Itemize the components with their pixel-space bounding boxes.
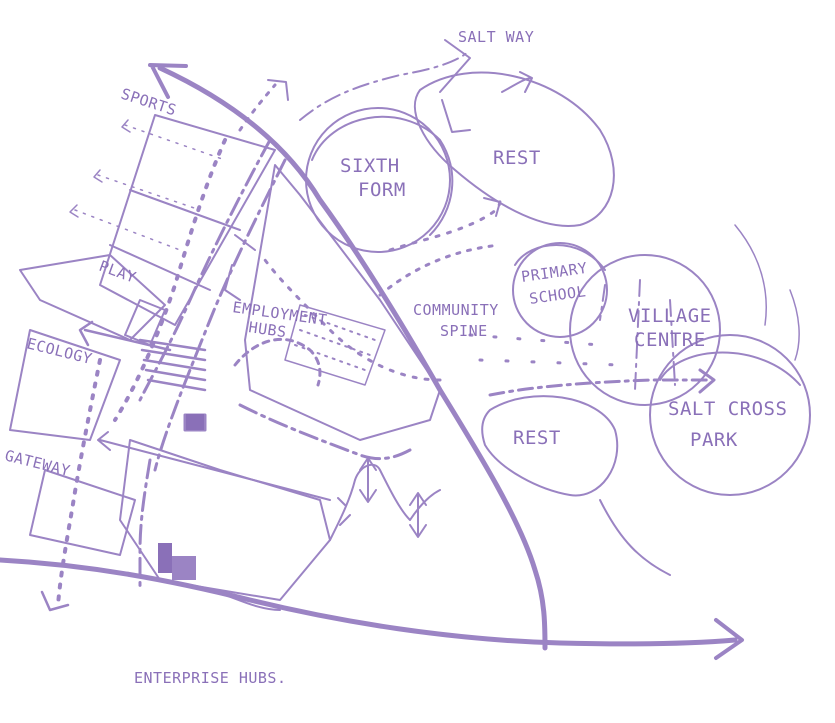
village-centre-inner	[599, 279, 676, 391]
play-block	[19, 254, 166, 341]
sports-arrow-tick-2	[93, 169, 103, 183]
label-sixth-form-2: FORM	[358, 179, 406, 201]
arrowhead-east	[714, 618, 744, 660]
gateway-block	[29, 469, 136, 556]
park-arc-south	[599, 499, 671, 576]
label-community-spine-2: SPINE	[440, 322, 488, 340]
sports-dotted-spine	[113, 138, 227, 422]
label-primary-school-2: SCHOOL	[528, 282, 587, 308]
central-arrow-long-east	[337, 497, 351, 526]
sports-area	[19, 114, 276, 422]
primary-school-outline	[514, 244, 606, 271]
salt-way-route	[299, 49, 471, 121]
label-sports: SPORTS	[119, 85, 179, 120]
south-central-block	[119, 439, 331, 601]
employment-hatch	[284, 304, 386, 386]
sports-arrow-up	[238, 83, 277, 132]
sixth-form-outline	[311, 115, 454, 236]
sports-dotted-3	[74, 209, 181, 251]
rest-south-block	[481, 395, 619, 497]
community-area	[378, 224, 800, 406]
label-village-centre-2: CENTRE	[634, 329, 706, 351]
community-dotted-arc	[378, 243, 502, 297]
label-community-spine-1: COMMUNITY	[413, 301, 499, 319]
label-rest-north: REST	[493, 147, 541, 169]
sports-arrowhead-up	[267, 79, 289, 101]
central-dash-line-2	[138, 138, 272, 402]
hatched-block-1	[186, 414, 204, 430]
label-salt-cross-park-2: PARK	[690, 429, 738, 451]
sports-pitch-divider-2	[109, 244, 211, 291]
central-crossings	[138, 338, 207, 392]
labels: SALT WAY SPORTS SIXTH FORM REST PLAY PRI…	[3, 28, 787, 687]
enterprise-marker	[224, 594, 281, 611]
label-salt-cross-park-1: SALT CROSS	[668, 398, 787, 420]
salt-way-connector	[439, 39, 471, 93]
main-roads	[0, 65, 738, 651]
spine-arrow-north	[388, 198, 502, 252]
sports-block	[99, 114, 276, 326]
central-area	[78, 138, 442, 526]
primary-school-circle	[512, 242, 608, 338]
south-area	[9, 329, 441, 612]
rest-south-area	[481, 395, 619, 497]
central-south-spine	[238, 403, 412, 461]
label-sixth-form-1: SIXTH	[340, 155, 400, 177]
spine-arrowhead-north	[483, 197, 501, 217]
sports-dotted-2	[97, 174, 201, 211]
park-area	[599, 334, 811, 576]
employment-inner-bracket	[224, 234, 256, 301]
south-dotted-spine	[56, 358, 102, 607]
north-area	[238, 39, 615, 253]
spine-arrow-west	[263, 258, 442, 382]
rest-north-block	[414, 71, 615, 227]
sports-arrow-tick-1	[121, 119, 131, 133]
label-play: PLAY	[97, 257, 139, 287]
east-boundary	[734, 224, 800, 361]
south-vertical-arrow-1	[359, 457, 377, 503]
label-primary-school-1: PRIMARY	[520, 259, 589, 286]
label-salt-way: SALT WAY	[458, 28, 534, 46]
south-dash-curve	[138, 458, 152, 592]
crossing-outline	[124, 299, 166, 346]
central-block-north	[244, 164, 441, 441]
road-arrowheads	[148, 63, 744, 660]
sports-dotted-1	[124, 124, 226, 161]
label-employment-hubs-2: HUBS	[247, 318, 287, 341]
ecology-arrow	[78, 320, 172, 352]
ecology-block	[9, 329, 121, 441]
label-gateway: GATEWAY	[3, 446, 72, 480]
south-arrowhead	[40, 590, 70, 612]
village-spine-arrowhead	[698, 368, 716, 394]
south-vertical-arrow-2	[409, 492, 427, 538]
north-east-arrow	[501, 71, 533, 93]
rest-north-inner	[441, 99, 471, 133]
label-village-centre-1: VILLAGE	[628, 305, 712, 327]
central-arrow-long-west	[97, 431, 331, 501]
village-centre-circle	[569, 254, 721, 406]
salt-cross-park-circle	[649, 334, 811, 496]
label-rest-south: REST	[513, 427, 561, 449]
arrowhead-north	[148, 63, 188, 99]
sixth-form-circle	[305, 107, 451, 253]
salt-cross-park-outline	[659, 351, 801, 386]
main-road-north-south	[157, 65, 548, 651]
community-dots-1	[468, 333, 602, 347]
label-enterprise-hubs: ENTERPRISE HUBS.	[134, 669, 287, 687]
community-dots-2	[478, 358, 622, 367]
sports-pitch-divider-1	[129, 189, 241, 231]
village-spine-arrow	[488, 378, 714, 397]
central-dash-line-1	[153, 158, 287, 472]
main-road-south-east-west	[0, 557, 738, 647]
sports-arrow-tick-3	[69, 204, 79, 218]
hatched-block-2	[158, 543, 196, 580]
